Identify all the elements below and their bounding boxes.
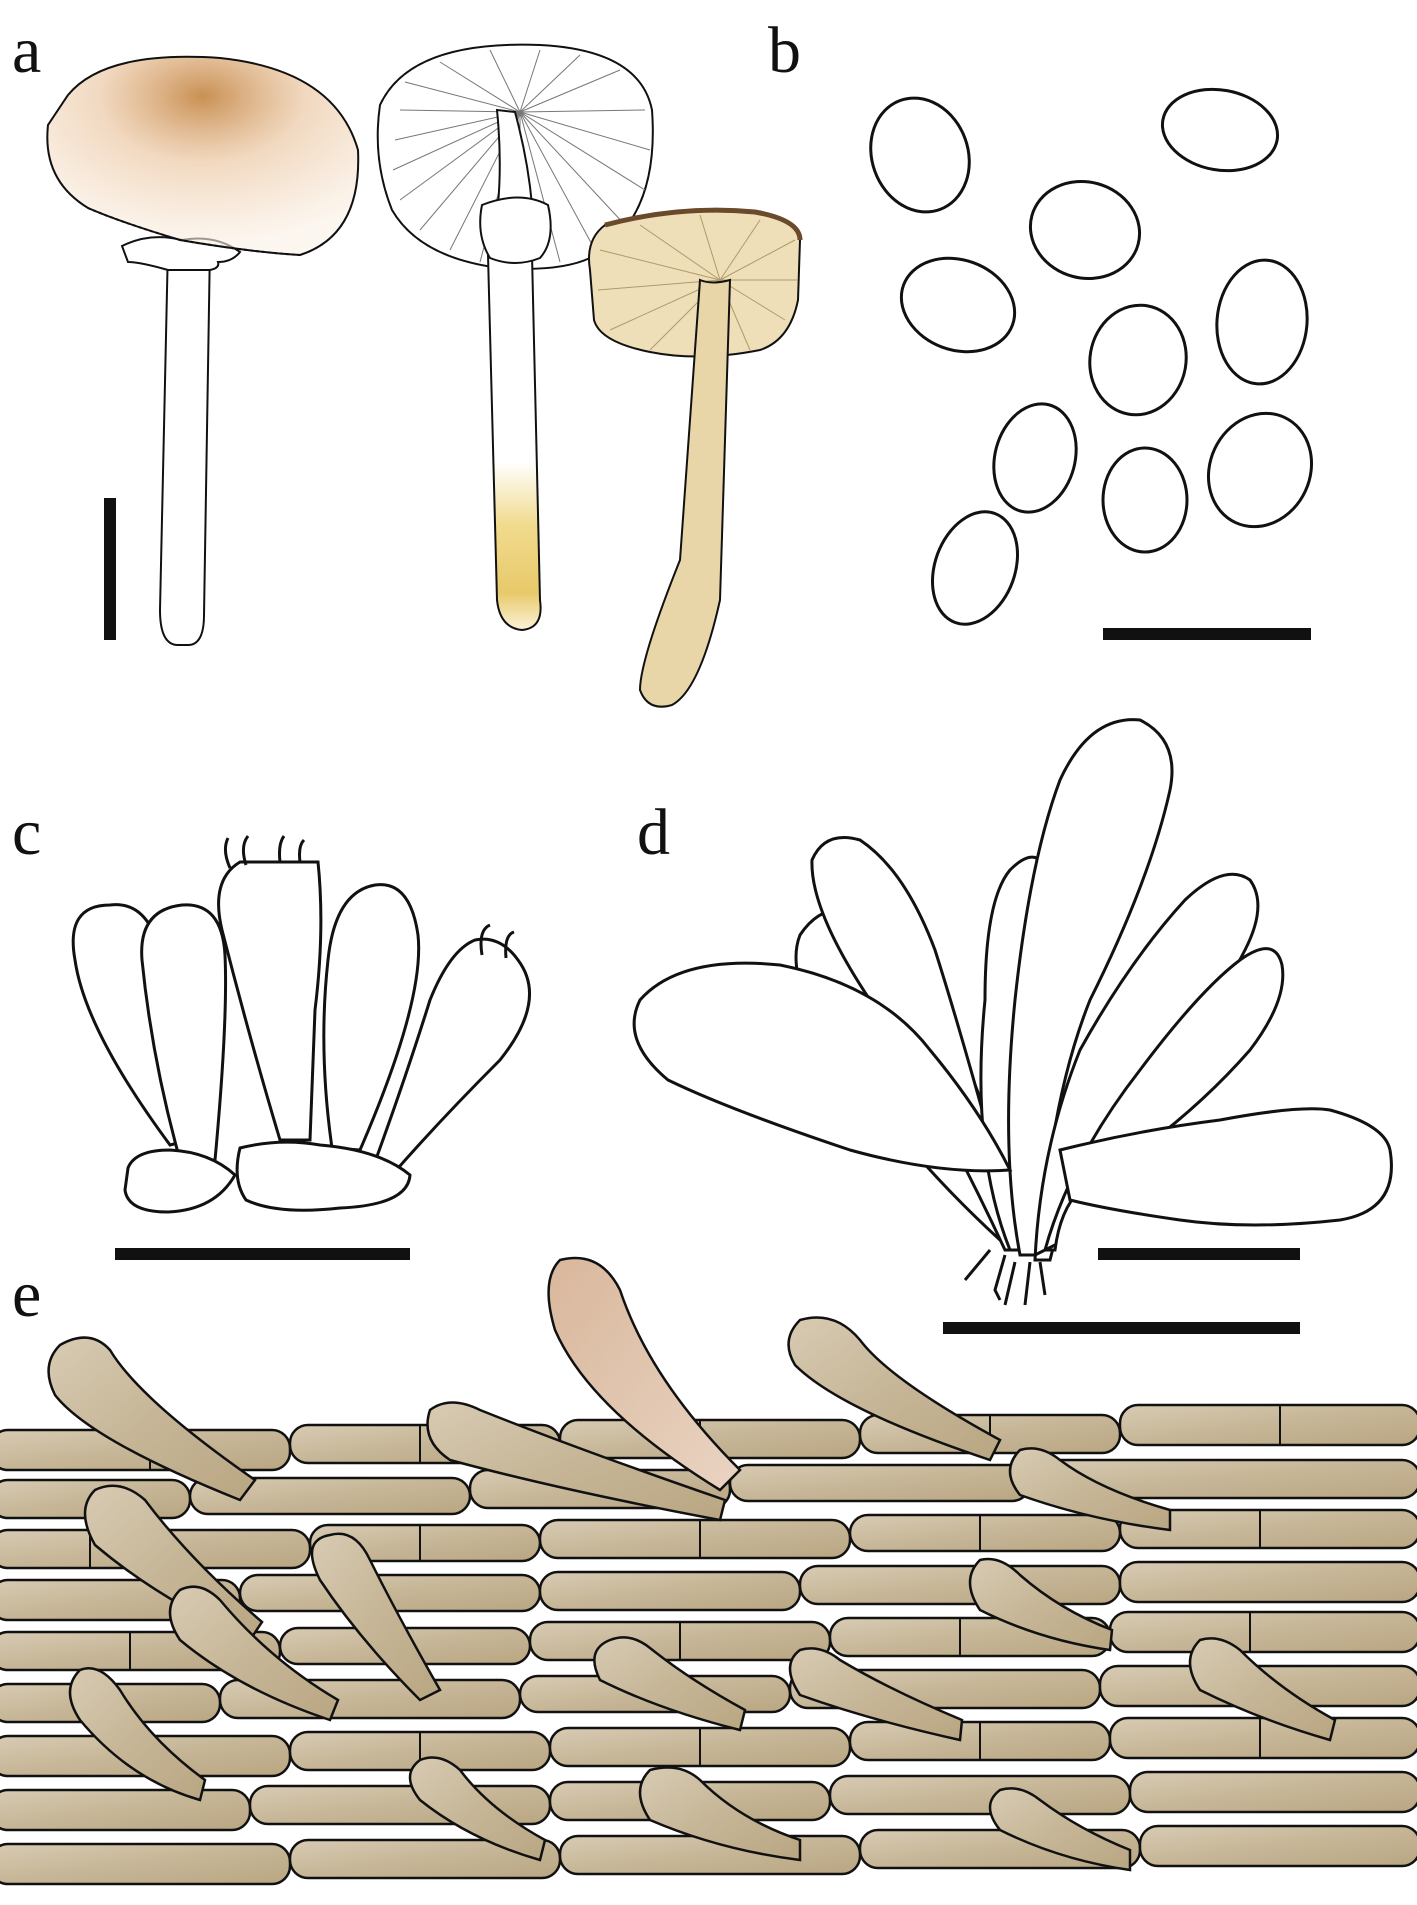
panel-b-basidiospores [869,87,1314,640]
scale-bar-b [1103,628,1311,640]
basidioma-3 [588,207,803,708]
panel-label-e: e [12,1258,42,1331]
basidium-base [235,1140,412,1212]
terminal-elements [47,1256,1337,1872]
spore [1088,303,1188,417]
cystidium [632,961,1013,1173]
spore [899,256,1017,354]
basidium [322,883,421,1152]
panel-label-d: d [637,796,670,869]
scale-bar-a [104,498,116,640]
panel-label-b: b [768,14,801,87]
panel-label-a: a [12,14,42,87]
cystidium [1058,1107,1393,1227]
basidium-base [123,1148,237,1214]
scale-bar-d [1098,1248,1300,1260]
spore [869,96,971,214]
basidium [370,937,532,1177]
basidioma-2 [376,43,654,632]
panel-label-c: c [12,796,42,869]
scale-bar-c [115,1248,410,1260]
cystidium [1007,718,1174,1257]
basidium [217,860,323,1142]
basidium [140,903,228,1162]
panel-e-pileipellis [0,1256,1417,1886]
panel-a-basidiomata [46,43,803,708]
spore [992,402,1078,514]
spore [1215,258,1309,386]
spore [1101,446,1189,554]
spore [1028,179,1142,281]
scale-bar-e [943,1322,1300,1334]
spore [930,510,1020,626]
spore [1206,411,1314,529]
spore [1160,87,1280,173]
panel-d-cystidia [632,718,1393,1306]
panel-c-basidia [71,835,532,1260]
basidioma-1 [46,55,360,646]
